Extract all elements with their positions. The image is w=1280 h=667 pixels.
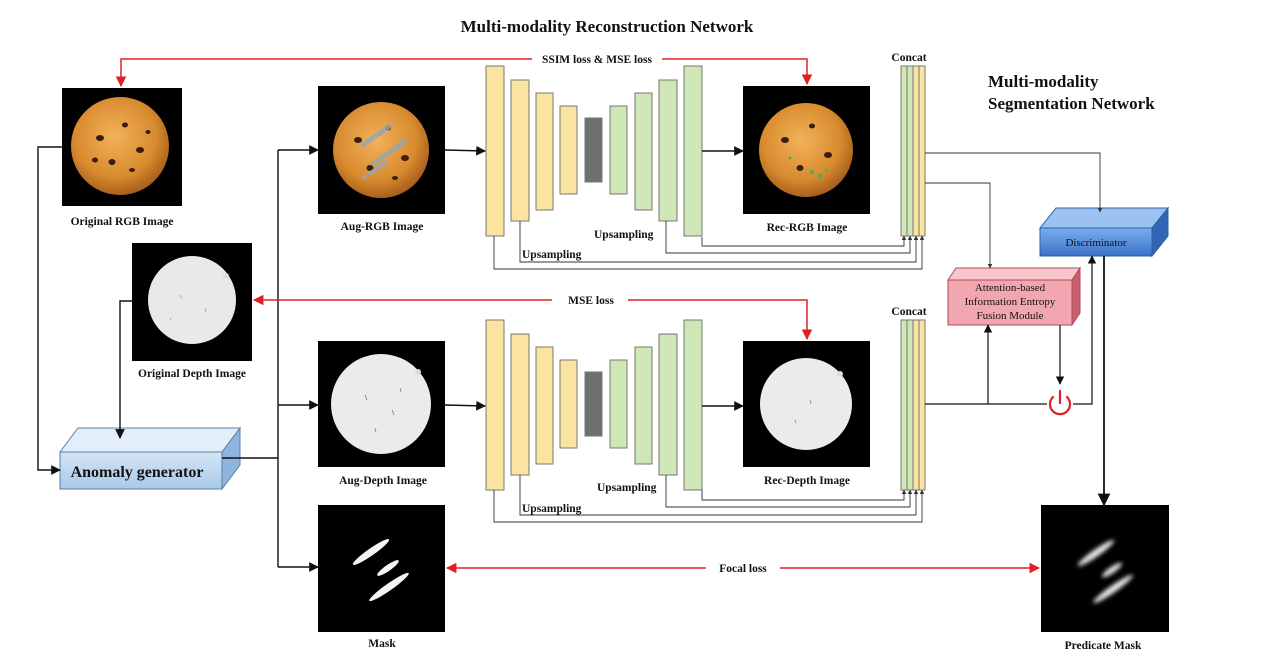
fusion-module-label-line1: Attention-based [975,282,1046,294]
discriminator-label: Discriminator [1065,237,1126,249]
rec-rgb-image [743,86,870,214]
ssim-mse-loss-label: SSIM loss & MSE loss [542,54,652,66]
aug-depth-caption: Aug-Depth Image [339,475,427,487]
black-connectors [37,145,1111,572]
upsampling-label-depth-1: Upsampling [597,482,657,494]
concat-label-top: Concat [891,52,926,64]
depth-reconstruction-unet [485,319,703,491]
aug-depth-image [318,341,445,467]
loss-arrows [115,58,1041,574]
aug-rgb-image [318,86,445,214]
mask-image [318,505,445,632]
power-icon [1048,389,1072,416]
predicate-mask-caption: Predicate Mask [1065,640,1142,652]
mask-caption: Mask [368,638,396,650]
concat-label-bottom: Concat [891,306,926,318]
rgb-reconstruction-unet [485,65,703,237]
original-rgb-image [62,88,182,206]
original-depth-image [132,243,252,361]
upsampling-label-rgb-1: Upsampling [594,229,654,241]
mse-loss-label: MSE loss [568,295,614,307]
upsampling-label-depth-2: Upsampling [522,503,582,515]
reconstruction-network-title: Multi-modality Reconstruction Network [461,17,754,36]
focal-loss-label: Focal loss [719,563,767,575]
concat-block-top [900,65,926,237]
fusion-module-label-line2: Information Entropy [965,296,1056,308]
segmentation-network-title-line2: Segmentation Network [988,94,1155,113]
aug-rgb-caption: Aug-RGB Image [341,221,424,233]
discriminator-box [1038,206,1170,258]
skip-connections [493,152,1103,523]
rec-depth-image [743,341,870,467]
original-rgb-caption: Original RGB Image [71,216,174,228]
rec-depth-caption: Rec-Depth Image [764,475,850,487]
concat-block-bottom [900,319,926,491]
upsampling-label-rgb-2: Upsampling [522,249,582,261]
segmentation-network-title-line1: Multi-modality [988,72,1099,91]
fusion-module-box [947,266,1081,327]
fusion-module-label-line3: Fusion Module [977,310,1044,322]
anomaly-generator-box [59,426,241,491]
rec-rgb-caption: Rec-RGB Image [767,222,848,234]
anomaly-generator-label: Anomaly generator [71,464,204,481]
predicate-mask-image [1041,505,1169,632]
original-depth-caption: Original Depth Image [138,368,246,380]
